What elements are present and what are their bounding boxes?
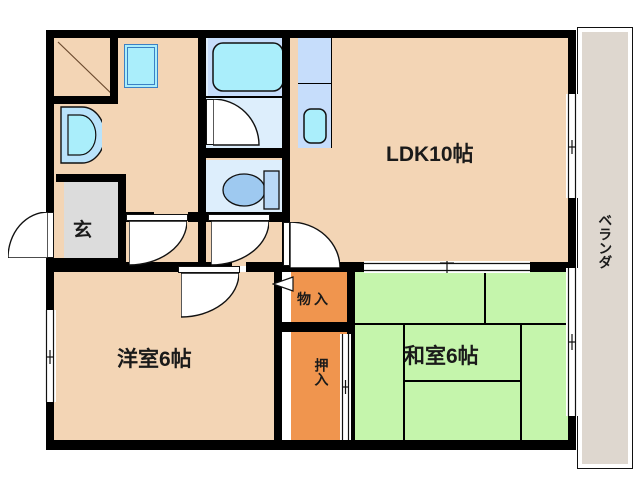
wall-outer-right-mid <box>568 196 576 270</box>
ldk-door-swing-icon <box>290 222 340 268</box>
closet-diagonal-icon <box>57 41 117 99</box>
wall-hall-bottom-mid <box>188 212 208 222</box>
wall-outer-left-lower <box>46 262 54 312</box>
wall-outer-bottom <box>46 440 576 450</box>
wall-closet-sep-right <box>110 30 118 104</box>
room-label-balcony: ベランダ <box>597 213 614 269</box>
wall-outer-top <box>46 30 576 38</box>
wall-closet-right <box>347 268 355 444</box>
tatami-line <box>403 380 521 382</box>
wall-closet-sep-top <box>46 96 118 104</box>
washbasin-icon <box>60 106 102 164</box>
kitchen-sink-icon <box>303 108 327 144</box>
tatami-line <box>355 323 570 325</box>
room-label-ldk: LDK10帖 <box>386 143 474 166</box>
wall-western-right <box>274 268 282 444</box>
room-label-entrance: 玄 <box>73 220 93 241</box>
tatami-line <box>403 323 405 444</box>
room-label-storage: 物入 <box>297 291 331 307</box>
washing-machine-inner <box>127 47 155 85</box>
wall-outer-right-top <box>568 30 576 96</box>
window-ldk-right <box>566 94 578 198</box>
bath-door-swing-icon <box>213 99 260 146</box>
closet-sliding-door-icon[interactable] <box>340 334 351 440</box>
bathtub-icon <box>212 42 284 92</box>
toilet-door-panel[interactable] <box>208 214 270 221</box>
western-door-swing-icon <box>181 273 239 318</box>
wall-bath-toilet-sep <box>198 148 290 158</box>
kitchen-counter-divider <box>298 83 332 85</box>
sliding-partition-ldk-japanese <box>364 261 530 273</box>
washroom-door-swing-icon <box>129 221 187 266</box>
wall-bath-top-sep <box>198 30 206 150</box>
tatami-line <box>484 272 486 324</box>
closet-fill <box>291 332 347 444</box>
wall-ldk-bottom-right <box>528 262 576 272</box>
bath-divider <box>206 96 289 98</box>
wall-ldk-bottom-left <box>346 262 366 272</box>
toilet-door-swing-icon <box>211 221 269 266</box>
ldk-door-panel[interactable] <box>283 222 290 266</box>
kitchen-counter-edge <box>331 36 333 148</box>
washing-machine-space <box>124 44 158 88</box>
entrance-tile <box>64 180 120 266</box>
window-western-left <box>44 310 56 402</box>
wall-ldk-left <box>282 30 290 222</box>
window-japanese-right <box>566 268 578 416</box>
wall-corridor-bottom2 <box>246 262 290 272</box>
room-label-western: 洋室6帖 <box>117 348 192 371</box>
storage-door-icon[interactable] <box>272 276 294 292</box>
storage-fill <box>291 272 347 324</box>
wall-outer-right-low <box>568 414 576 450</box>
room-label-japanese: 和室6帖 <box>404 345 479 368</box>
tatami-line <box>520 323 522 444</box>
room-balcony-fill <box>582 32 628 464</box>
toilet-icon <box>222 170 280 210</box>
entrance-door-swing-icon <box>8 212 48 258</box>
wall-corridor-bottom <box>46 262 232 272</box>
wall-entrance-top <box>56 174 126 182</box>
wall-outer-left-bottom <box>46 400 54 450</box>
wall-outer-left-upper <box>46 30 54 212</box>
western-door-panel[interactable] <box>178 266 240 273</box>
wall-toilet-left <box>198 158 206 262</box>
room-japanese-fill <box>355 272 570 444</box>
washroom-door-panel[interactable] <box>126 214 188 221</box>
room-western-fill <box>52 272 274 444</box>
room-ldk-fill <box>289 36 570 266</box>
wall-storage-bottom <box>282 322 354 332</box>
balcony-outline <box>577 27 633 469</box>
room-label-closet: 押入 <box>313 358 330 386</box>
